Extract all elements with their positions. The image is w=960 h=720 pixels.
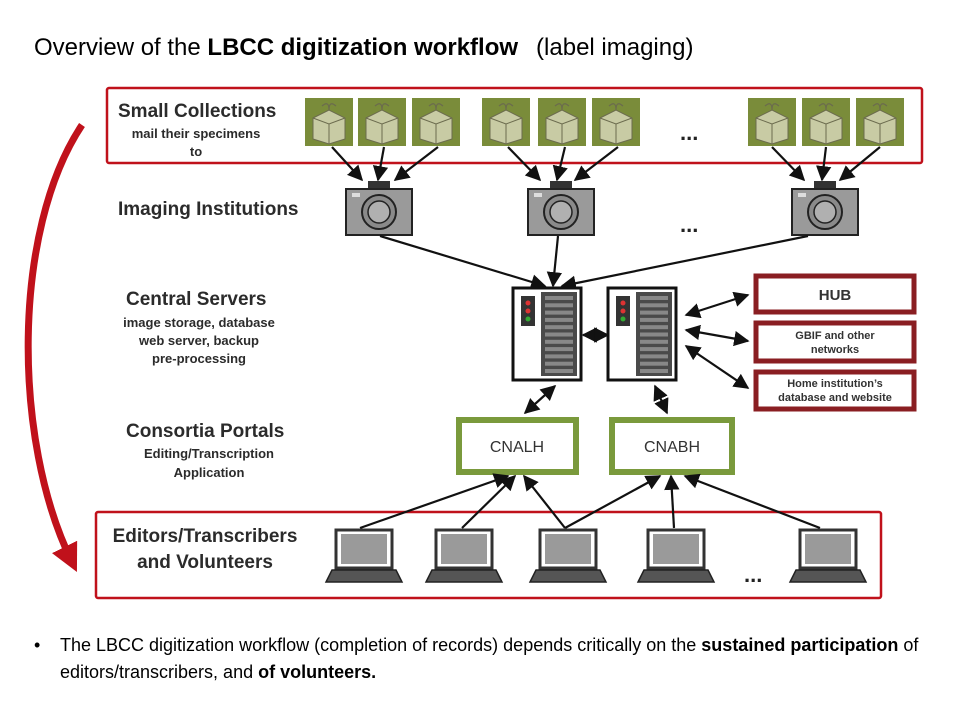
svg-text:web server, backup: web server, backup bbox=[138, 333, 259, 348]
svg-text:Imaging Institutions: Imaging Institutions bbox=[118, 199, 299, 220]
network-gbif: GBIF and other networks bbox=[753, 320, 917, 364]
bullet-part2: of editors/transcribers, and bbox=[60, 635, 919, 682]
svg-text:to: to bbox=[190, 144, 202, 159]
package-icon bbox=[358, 98, 406, 146]
bullet-text: The LBCC digitization workflow (completi… bbox=[60, 632, 940, 686]
laptop-icon bbox=[424, 528, 504, 583]
small-collections-frame bbox=[105, 86, 924, 165]
laptop-icon bbox=[528, 528, 608, 583]
title-prefix: Overview of the bbox=[34, 34, 208, 61]
svg-text:Central Servers: Central Servers bbox=[126, 289, 266, 310]
svg-text:image storage, database: image storage, database bbox=[123, 315, 275, 330]
arrows-to-portals bbox=[523, 384, 669, 415]
arrows-to-portals-from-laptops bbox=[359, 473, 821, 530]
loop-arrow bbox=[24, 123, 85, 573]
label-editors: Editors/Transcribers and Volunteers bbox=[113, 526, 298, 573]
arrows-to-cameras bbox=[331, 146, 881, 182]
package-icon bbox=[856, 98, 904, 146]
svg-text:mail their specimens: mail their specimens bbox=[132, 126, 261, 141]
server-icon bbox=[606, 286, 678, 382]
specimen-packages bbox=[305, 98, 904, 146]
label-central-servers: Central Servers image storage, database … bbox=[123, 289, 275, 366]
cameras bbox=[345, 181, 859, 236]
svg-text:Editors/Transcribers: Editors/Transcribers bbox=[113, 526, 298, 547]
portal-cnalh: CNALH bbox=[456, 417, 579, 475]
ellipsis-cameras: ... bbox=[680, 212, 698, 237]
bullet-bold2: of volunteers. bbox=[258, 662, 377, 682]
camera-icon bbox=[791, 181, 859, 236]
ellipsis-laptops: ... bbox=[744, 562, 762, 587]
ellipsis-packages: ... bbox=[680, 120, 698, 145]
package-icon bbox=[748, 98, 796, 146]
laptop-icon bbox=[788, 528, 868, 583]
svg-text:networks: networks bbox=[811, 344, 859, 356]
svg-text:CNALH: CNALH bbox=[490, 439, 544, 456]
svg-text:Home institution’s: Home institution’s bbox=[787, 378, 883, 390]
network-home-institution: Home institution’s database and website bbox=[753, 369, 917, 412]
server-icon bbox=[511, 286, 583, 382]
package-icon bbox=[482, 98, 530, 146]
package-icon bbox=[802, 98, 850, 146]
arrows-to-networks bbox=[684, 291, 750, 389]
camera-icon bbox=[527, 181, 595, 236]
svg-text:Small Collections: Small Collections bbox=[118, 101, 276, 122]
laptop-icon bbox=[324, 528, 404, 583]
arrows-to-servers bbox=[379, 234, 809, 291]
svg-text:HUB: HUB bbox=[819, 287, 852, 304]
bullet-bold1: sustained participation bbox=[701, 635, 899, 655]
slide-title: Overview of the LBCC digitization workfl… bbox=[34, 34, 693, 62]
central-servers bbox=[511, 286, 678, 382]
package-icon bbox=[592, 98, 640, 146]
package-icon bbox=[305, 98, 353, 146]
package-icon bbox=[538, 98, 586, 146]
svg-text:GBIF and other: GBIF and other bbox=[795, 330, 875, 342]
svg-text:database and website: database and website bbox=[778, 392, 892, 404]
title-bold: LBCC digitization workflow bbox=[207, 34, 519, 61]
label-small-collections: Small Collections mail their specimens t… bbox=[118, 101, 276, 159]
camera-icon bbox=[345, 181, 413, 236]
svg-text:and Volunteers: and Volunteers bbox=[137, 552, 273, 573]
svg-text:Editing/Transcription: Editing/Transcription bbox=[144, 446, 274, 461]
bullet-part1: The LBCC digitization workflow (completi… bbox=[60, 635, 702, 655]
laptop-icon bbox=[636, 528, 716, 583]
svg-text:Consortia Portals: Consortia Portals bbox=[126, 421, 284, 442]
laptops bbox=[324, 528, 868, 583]
portal-cnabh: CNABH bbox=[609, 417, 735, 475]
label-consortia-portals: Consortia Portals Editing/Transcription … bbox=[126, 421, 284, 480]
svg-text:Application: Application bbox=[174, 465, 245, 480]
title-suffix: (label imaging) bbox=[536, 34, 694, 61]
svg-text:CNABH: CNABH bbox=[644, 439, 700, 456]
editors-frame bbox=[94, 510, 883, 600]
label-imaging-institutions: Imaging Institutions bbox=[118, 199, 299, 220]
package-icon bbox=[412, 98, 460, 146]
bullet-dot: • bbox=[34, 635, 41, 655]
svg-text:pre-processing: pre-processing bbox=[152, 351, 246, 366]
network-hub: HUB bbox=[753, 273, 917, 315]
